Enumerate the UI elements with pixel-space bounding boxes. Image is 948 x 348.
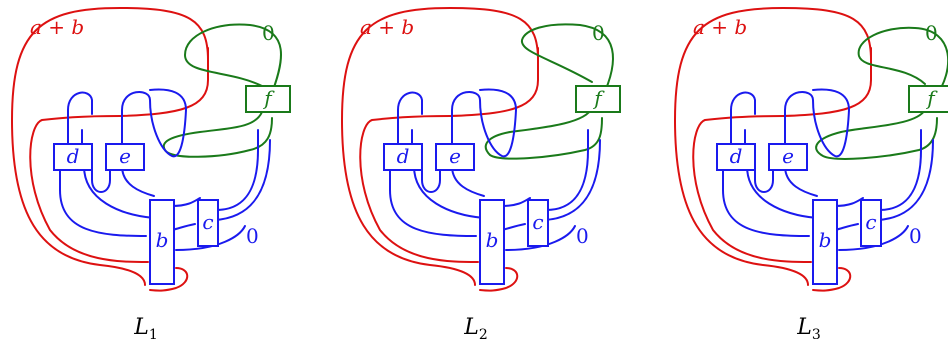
box-c xyxy=(197,199,219,247)
blue-strand-6 xyxy=(746,165,818,219)
red-framing-label: a + b xyxy=(693,15,747,39)
box-c-label: c xyxy=(202,210,213,234)
blue-strand-2 xyxy=(397,91,423,147)
red-strand-4 xyxy=(149,267,189,292)
green-strand-2 xyxy=(815,109,938,160)
blue-strand-8 xyxy=(834,197,864,207)
green-strand-1 xyxy=(184,23,282,99)
red-strand-3 xyxy=(29,115,149,263)
box-b-label: b xyxy=(486,228,499,252)
diagram-caption-subscript: 3 xyxy=(812,327,821,343)
box-c-label: c xyxy=(532,210,543,234)
blue-strand-5 xyxy=(121,88,187,158)
red-strand-4 xyxy=(479,267,519,292)
blue-framing-label: 0 xyxy=(909,224,922,248)
blue-strand-8 xyxy=(171,197,201,207)
box-d-label: d xyxy=(730,144,743,168)
blue-strand-5 xyxy=(451,88,517,158)
box-e-label: e xyxy=(449,144,461,168)
blue-strand-10 xyxy=(505,225,576,251)
blue-framing-label: 0 xyxy=(246,224,259,248)
box-b-label: b xyxy=(156,228,169,252)
green-strand-1 xyxy=(520,23,614,99)
box-e xyxy=(768,143,808,171)
box-c xyxy=(527,199,549,247)
box-f xyxy=(245,85,291,113)
blue-strand-5 xyxy=(784,88,850,158)
green-strand-2 xyxy=(484,107,603,160)
box-e xyxy=(435,143,475,171)
box-d-label: d xyxy=(67,144,80,168)
box-e xyxy=(105,143,145,171)
red-strand-1 xyxy=(674,7,872,286)
box-d-label: d xyxy=(397,144,410,168)
diagram-caption: L1 xyxy=(133,315,158,343)
blue-strand-4 xyxy=(91,165,111,193)
red-strand-2 xyxy=(782,47,872,117)
box-b xyxy=(149,199,175,285)
green-framing-label: 0 xyxy=(262,21,275,45)
box-c xyxy=(860,199,882,247)
blue-strand-2 xyxy=(730,91,756,147)
blue-strand-6 xyxy=(413,165,485,219)
red-strand-3 xyxy=(692,115,812,263)
blue-strand-2 xyxy=(67,91,93,147)
box-e-label: e xyxy=(782,144,794,168)
blue-strand-9 xyxy=(878,129,922,211)
blue-strand-6 xyxy=(83,165,155,219)
box-d xyxy=(716,143,756,171)
box-b xyxy=(812,199,838,285)
red-strand-3 xyxy=(359,115,479,263)
blue-strand-4 xyxy=(421,165,441,193)
blue-strand-9 xyxy=(545,129,589,211)
blue-strand-4 xyxy=(754,165,774,193)
blue-framing-label: 0 xyxy=(576,224,589,248)
green-framing-label: 0 xyxy=(592,21,605,45)
blue-strand-10 xyxy=(838,225,909,251)
red-framing-label: a + b xyxy=(360,15,414,39)
red-strand-1 xyxy=(11,7,209,286)
blue-strand-8 xyxy=(501,197,531,207)
red-framing-label: a + b xyxy=(30,15,84,39)
green-framing-label: 0 xyxy=(925,21,938,45)
box-b xyxy=(479,199,505,285)
diagram-caption-subscript: 1 xyxy=(149,327,158,343)
diagram-caption: L2 xyxy=(463,315,488,343)
red-strand-1 xyxy=(341,7,539,286)
box-d xyxy=(383,143,423,171)
blue-strand-9 xyxy=(215,129,259,211)
red-strand-4 xyxy=(812,267,852,292)
box-b-label: b xyxy=(819,228,832,252)
box-e-label: e xyxy=(119,144,131,168)
box-c-label: c xyxy=(865,210,876,234)
red-strand-2 xyxy=(119,47,209,117)
blue-strand-10 xyxy=(175,225,246,251)
diagram-caption-subscript: 2 xyxy=(479,327,488,343)
box-d xyxy=(53,143,93,171)
box-f xyxy=(908,85,948,113)
diagram-caption: L3 xyxy=(796,315,821,343)
red-strand-2 xyxy=(449,47,539,117)
box-f xyxy=(575,85,621,113)
